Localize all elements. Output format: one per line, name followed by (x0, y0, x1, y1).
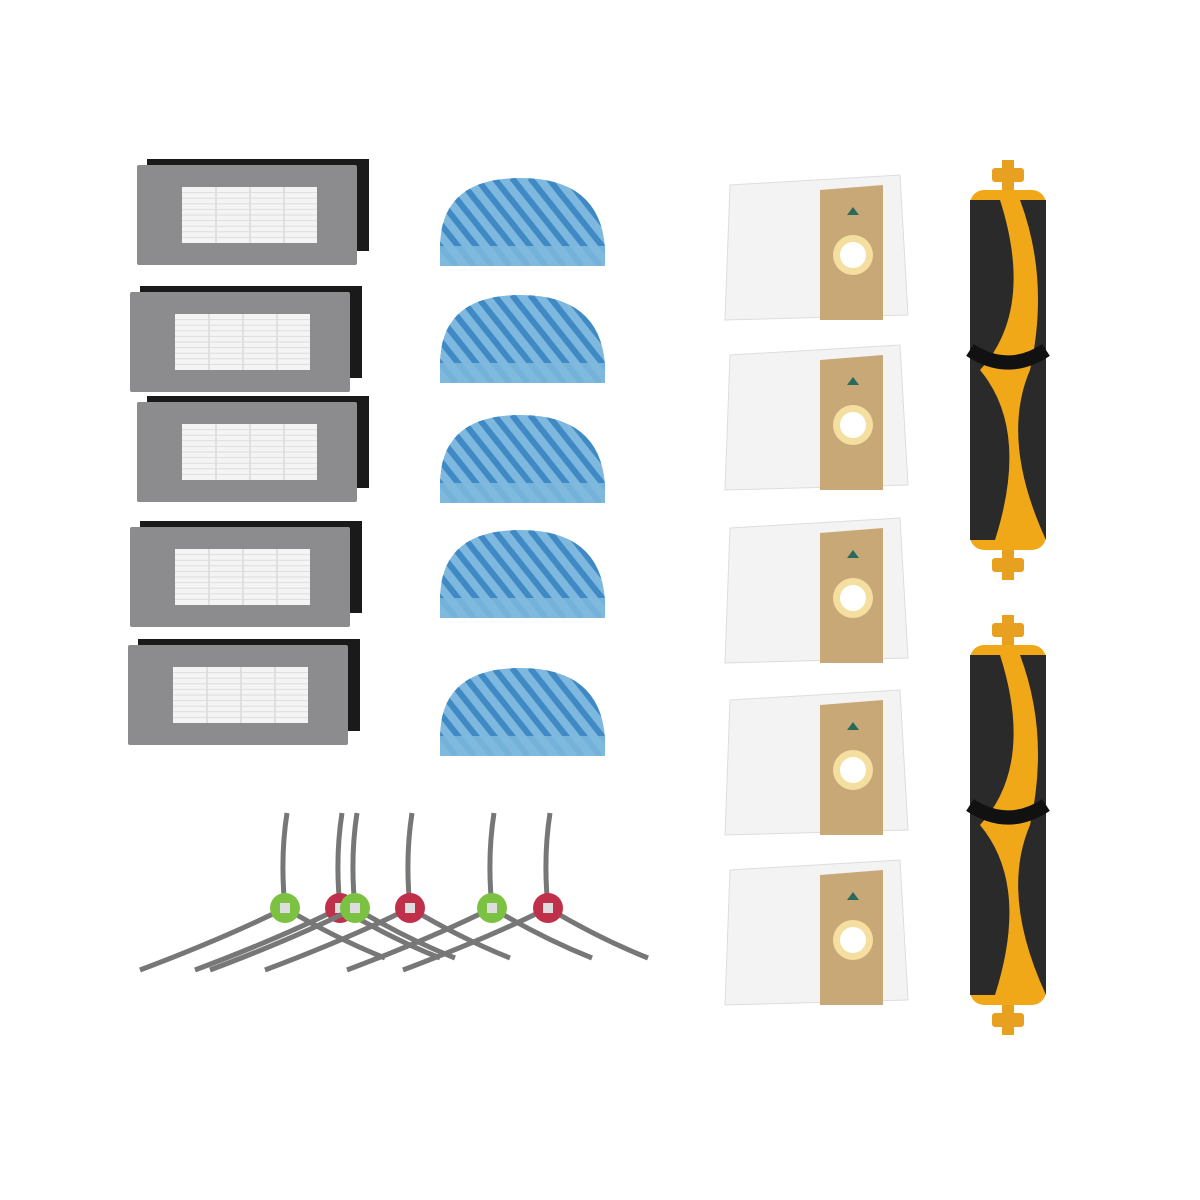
dust-bag (724, 517, 909, 664)
rubber-flap (970, 200, 1014, 540)
end-cap (992, 558, 1024, 572)
brush-arm (546, 905, 649, 961)
end-cap (992, 623, 1024, 637)
hepa-filter (130, 521, 362, 627)
bristle-band (966, 799, 1050, 825)
rubber-flap (1018, 200, 1046, 540)
mop-strip (440, 363, 605, 383)
side-brush (194, 812, 441, 973)
brush-arm (209, 905, 357, 973)
mop-stripe (440, 530, 441, 618)
mop-stripe (440, 178, 441, 266)
hepa-filter (137, 159, 369, 265)
mop-pad (440, 178, 708, 266)
mop-stripe (638, 530, 708, 618)
hepa-filter (130, 286, 362, 392)
mop-stripe (545, 415, 605, 503)
brush-arm (264, 905, 412, 973)
brush-arm (194, 905, 342, 973)
hub-center (350, 903, 360, 913)
bag-port-hole (840, 757, 866, 783)
hub-center (280, 903, 290, 913)
mop-stripe (599, 415, 605, 503)
rubber-flap (970, 655, 1014, 995)
rubber-flap (1018, 655, 1046, 995)
mop-stripe (620, 668, 690, 756)
arrow-mark (847, 722, 859, 730)
mop-stripe (545, 530, 605, 618)
mop-strip (440, 246, 605, 266)
mop-stripe (638, 295, 708, 383)
side-brush (402, 812, 649, 973)
side-brush (139, 812, 386, 973)
hepa-filter (128, 639, 360, 745)
mop-pad (440, 530, 708, 618)
mop-stripe (620, 530, 690, 618)
side-brush (346, 812, 593, 973)
hub-center (405, 903, 415, 913)
mop-stripe (620, 178, 690, 266)
mop-pad (440, 295, 708, 383)
mop-stripe (440, 295, 441, 383)
hepa-filter (137, 396, 369, 502)
brush-arm (139, 905, 287, 973)
arrow-mark (847, 377, 859, 385)
mop-stripe (620, 295, 690, 383)
dust-bag (724, 344, 909, 491)
mop-stripe (638, 415, 708, 503)
mop-stripe (545, 295, 605, 383)
bag-port-hole (840, 585, 866, 611)
mop-stripe (440, 415, 441, 503)
bag-port-hole (840, 412, 866, 438)
mop-pad (440, 668, 708, 756)
mop-stripe (599, 668, 605, 756)
bag-port-hole (840, 927, 866, 953)
hub-center (543, 903, 553, 913)
mop-strip (440, 736, 605, 756)
mop-pad (440, 415, 708, 503)
dust-bag (724, 689, 909, 836)
main-brush (966, 160, 1050, 580)
hub-center (487, 903, 497, 913)
end-cap (992, 1013, 1024, 1027)
side-brush (264, 812, 511, 973)
arrow-mark (847, 207, 859, 215)
end-cap (992, 168, 1024, 182)
bag-port-hole (840, 242, 866, 268)
brush-arm (402, 905, 550, 973)
mop-stripe (545, 178, 605, 266)
mop-stripe (545, 668, 605, 756)
arrow-mark (847, 550, 859, 558)
mop-stripe (638, 668, 708, 756)
arrow-mark (847, 892, 859, 900)
bristle-band (966, 344, 1050, 370)
mop-stripe (638, 178, 708, 266)
mop-stripe (599, 530, 605, 618)
mop-stripe (440, 668, 441, 756)
main-brush (966, 615, 1050, 1035)
mop-stripe (599, 178, 605, 266)
mop-strip (440, 483, 605, 503)
mop-stripe (620, 415, 690, 503)
mop-stripe (599, 295, 605, 383)
dust-bag (724, 859, 909, 1006)
dust-bag (724, 174, 909, 321)
mop-strip (440, 598, 605, 618)
brush-arm (346, 905, 494, 973)
